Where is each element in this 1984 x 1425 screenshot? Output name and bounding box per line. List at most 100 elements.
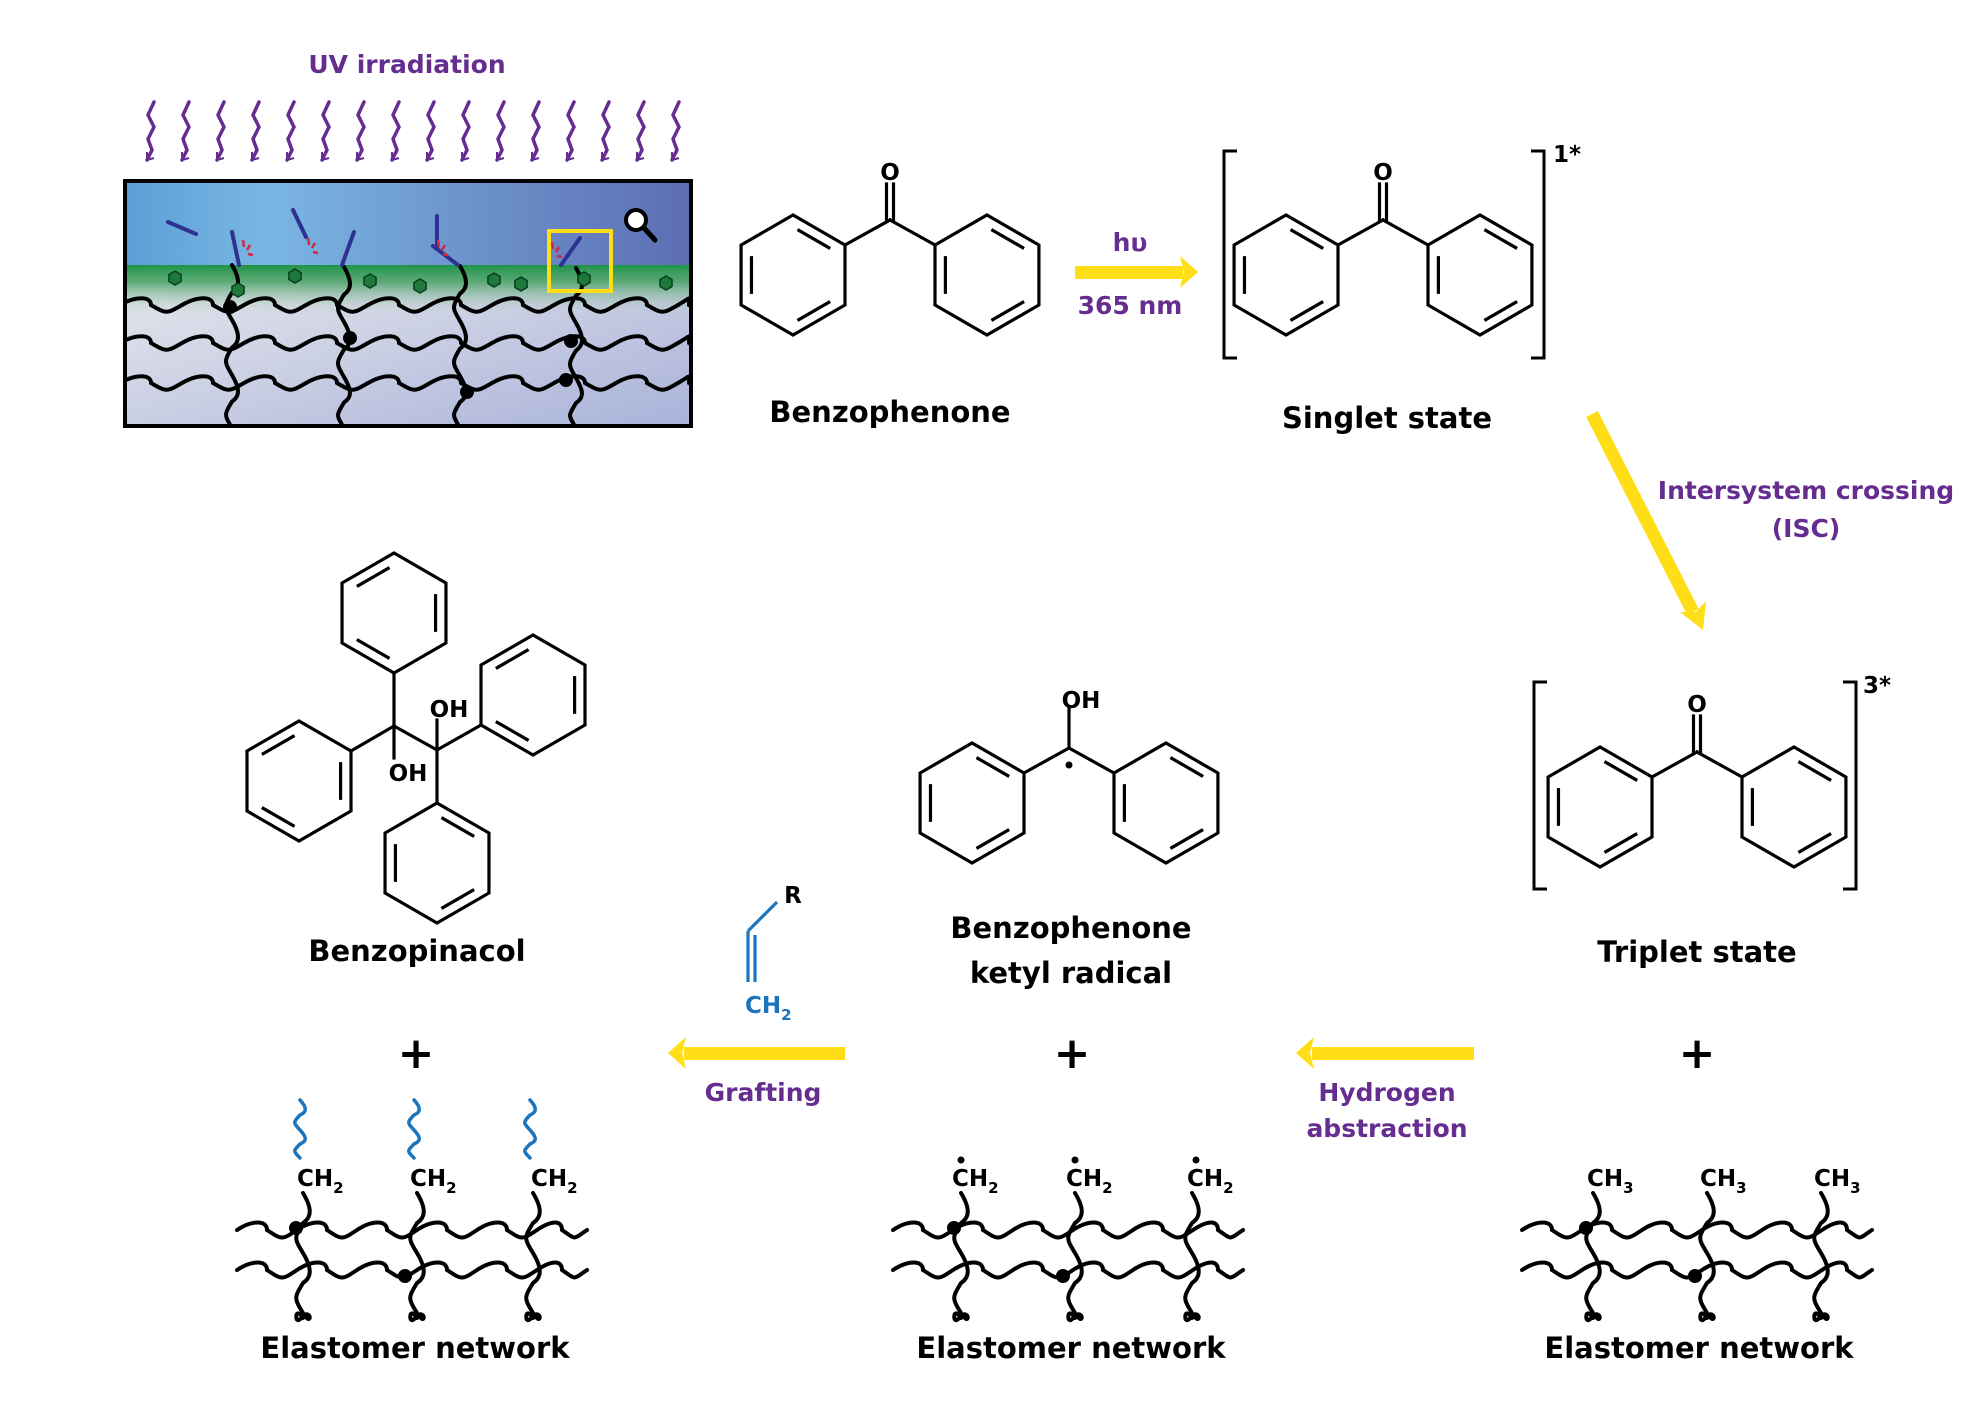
benzophenone-structure	[739, 182, 1041, 337]
panel-decorations	[166, 208, 673, 298]
double-bond	[1169, 756, 1204, 778]
uv-ray	[145, 100, 156, 162]
monomer-rod	[340, 230, 356, 267]
double-bond	[990, 300, 1025, 322]
benzene-ring	[739, 213, 847, 337]
benzene-ring	[479, 633, 587, 757]
grafted-polymer-chain	[523, 1098, 537, 1160]
grafted-network-label: Elastomer network	[260, 1331, 570, 1365]
pinacol-hydroxyl-lower: OH	[389, 761, 428, 787]
bond	[1694, 749, 1745, 780]
crosslink-node	[559, 373, 573, 387]
bond	[1380, 217, 1431, 248]
uv-rays	[145, 100, 681, 162]
double-bond	[796, 228, 831, 250]
bond	[887, 217, 938, 248]
isc-label-line1: Intersystem crossing	[1658, 476, 1954, 505]
triplet-superscript: 3*	[1863, 673, 1891, 699]
photoinitiator-particle-icon	[168, 270, 182, 286]
photoinitiator-particle-icon	[577, 271, 591, 287]
photoinitiator-particle-icon	[363, 273, 377, 289]
panel-polymer-network	[125, 263, 691, 426]
uv-wave	[565, 100, 576, 162]
photoinitiator-particle-icon	[413, 278, 427, 294]
pristine-elastomer-network	[1520, 1191, 1874, 1323]
double-bond	[1483, 300, 1518, 322]
uv-arrowhead	[321, 152, 330, 162]
burst-ray	[312, 250, 319, 255]
uv-wave	[355, 100, 366, 162]
benzophenone-label: Benzophenone	[769, 395, 1010, 429]
uv-arrowhead	[601, 152, 610, 162]
photoinitiator-particle-icon	[231, 282, 245, 298]
excitation-label-h-nu: hυ	[1113, 228, 1148, 257]
burst-ray	[245, 244, 252, 251]
uv-arrowhead	[356, 152, 365, 162]
uv-ray	[425, 100, 436, 162]
uv-ray	[355, 100, 366, 162]
uv-ray	[320, 100, 331, 162]
side-chain	[524, 1191, 542, 1323]
uv-wave	[215, 100, 226, 162]
benzene-ring	[1740, 745, 1848, 869]
uv-ray	[600, 100, 611, 162]
hydrogen-abstraction-arrow	[1296, 1037, 1474, 1069]
uv-ray	[215, 100, 226, 162]
uv-arrowhead	[216, 152, 225, 162]
monomer-rod	[291, 208, 308, 239]
double-bond	[495, 720, 530, 742]
triplet-structure	[1546, 714, 1848, 869]
bond	[1021, 745, 1072, 776]
radical-ch2-1: CH2	[952, 1166, 999, 1197]
radical-network-label: Elastomer network	[916, 1331, 1226, 1365]
benzene-ring	[340, 551, 448, 675]
side-chain	[1584, 1191, 1602, 1323]
c-c-bond	[391, 723, 440, 753]
radical-dot	[957, 1156, 965, 1164]
uv-wave	[425, 100, 436, 162]
polymer-chain	[125, 334, 691, 352]
monomer-substituent: R	[784, 883, 802, 909]
triplet-bracket-right	[1843, 680, 1858, 891]
uv-wave	[635, 100, 646, 162]
radical-burst-icon	[241, 239, 254, 257]
double-bond	[796, 300, 831, 322]
plus-sign-middle: +	[1054, 1028, 1091, 1079]
grafted-ch2-2: CH2	[410, 1166, 457, 1197]
ketyl-label-line1: Benzophenone	[950, 911, 1191, 945]
benzopinacol-label: Benzopinacol	[308, 934, 525, 968]
uv-ray	[670, 100, 681, 162]
grafted-polymer-chain	[407, 1098, 421, 1160]
uv-wave	[495, 100, 506, 162]
uv-arrowhead	[636, 152, 645, 162]
double-bond	[1289, 300, 1324, 322]
benzene-ring	[383, 801, 491, 925]
grafted-polymer-chain	[293, 1098, 307, 1160]
uv-arrowhead	[531, 152, 540, 162]
uv-ray	[250, 100, 261, 162]
uv-arrowhead	[566, 152, 575, 162]
benzene-ring	[918, 741, 1026, 865]
polymer-chain	[891, 1260, 1245, 1280]
side-chain	[408, 1191, 426, 1323]
benzopinacol-structure	[245, 551, 587, 925]
double-bond	[1603, 832, 1638, 854]
double-bond	[440, 888, 475, 910]
crosslink-node	[343, 331, 357, 345]
excitation-arrow	[1075, 256, 1198, 288]
polymer-chain	[1520, 1260, 1874, 1280]
burst-ray	[442, 252, 449, 257]
uv-wave	[145, 100, 156, 162]
crosslink-node	[1688, 1269, 1702, 1283]
radical-burst-icon	[436, 239, 449, 257]
abstraction-label-line2: abstraction	[1306, 1114, 1467, 1143]
crosslink-node	[289, 1221, 303, 1235]
sample-panel	[123, 179, 693, 428]
polymer-chain	[235, 1260, 589, 1280]
singlet-bracket-right	[1531, 149, 1546, 360]
bond	[348, 723, 397, 754]
grafted-ch2-1: CH2	[297, 1166, 344, 1197]
crosslink-node	[398, 1269, 412, 1283]
radical-dot	[1192, 1156, 1200, 1164]
double-bond	[356, 638, 391, 660]
